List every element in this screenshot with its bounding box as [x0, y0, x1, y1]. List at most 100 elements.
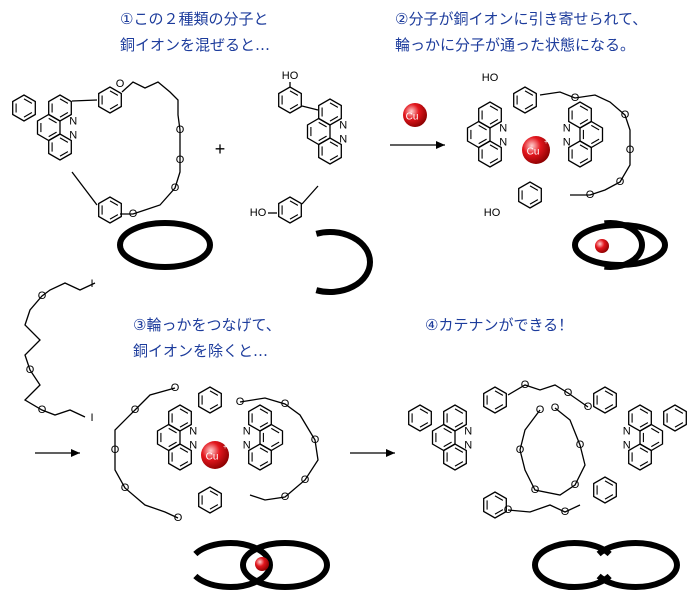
double-bond [23, 112, 33, 118]
double-bond [591, 138, 600, 145]
oxygen-label: O [516, 444, 525, 456]
double-bond [443, 441, 452, 448]
double-bond [604, 404, 614, 410]
double-bond [318, 135, 327, 142]
charge-label: + [423, 104, 427, 111]
double-bond [259, 461, 269, 467]
double-bond [109, 200, 119, 206]
oxygen-label: O [584, 401, 593, 413]
ether-chain [519, 407, 586, 496]
step3-line1: ③輪っかをつなげて、 [133, 316, 281, 334]
oxygen-label: O [171, 382, 180, 394]
hydroxyl-label: HO [482, 72, 499, 84]
double-bond [604, 494, 614, 500]
double-bond [209, 490, 219, 496]
step3-line2: 銅イオンを除くと… [133, 342, 269, 360]
bond [71, 171, 98, 206]
catenane-ring-left-icon [532, 540, 612, 590]
double-bond [168, 441, 177, 448]
iodine-label: I [90, 412, 93, 424]
aromatic-ring [628, 443, 652, 471]
plus-sign: + [215, 139, 226, 159]
arrow-head [71, 449, 80, 457]
oxygen-label: O [174, 512, 183, 524]
oxygen-label: O [571, 92, 580, 104]
double-bond [478, 138, 487, 145]
aromatic-ring [478, 140, 502, 168]
copper-ion-sphere [595, 239, 609, 253]
oxygen-label: O [576, 439, 585, 451]
copper-ion-sphere [522, 136, 550, 164]
double-bond [179, 447, 189, 453]
oxygen-label: O [116, 78, 125, 90]
double-bond [271, 427, 280, 434]
double-bond [494, 495, 504, 501]
double-bond [289, 104, 299, 110]
double-bond [259, 408, 269, 414]
double-bond [529, 199, 539, 205]
double-bond [639, 461, 649, 467]
hydroxyl-label: HO [484, 207, 501, 219]
double-bond [209, 404, 219, 410]
oxygen-label: O [111, 444, 120, 456]
ether-chain [120, 81, 181, 215]
nitrogen-label: N [623, 439, 631, 451]
step3-caption: ③輪っかをつなげて、 銅イオンを除くと… [133, 312, 281, 364]
double-bond [454, 447, 464, 453]
double-bond [23, 98, 33, 104]
nitrogen-label: N [623, 425, 631, 437]
aromatic-ring [48, 133, 72, 161]
aromatic-ring [518, 181, 542, 209]
nitrogen-label: N [464, 425, 472, 437]
hydroxyl-label: HO [282, 70, 299, 82]
aromatic-ring [483, 386, 507, 414]
double-bond [489, 144, 499, 150]
catenane-ring-right-icon [596, 540, 680, 590]
aromatic-ring [443, 443, 467, 471]
double-bond [579, 105, 589, 111]
double-bond [59, 112, 69, 118]
step2-line2: 輪っかに分子が通った状態になる。 [395, 36, 636, 54]
arrow-head [386, 449, 395, 457]
copper-ion-sphere [403, 103, 427, 127]
double-bond [271, 441, 280, 448]
oxygen-label: O [176, 154, 185, 166]
double-bond [289, 214, 299, 220]
oxygen-label: O [564, 387, 573, 399]
step1-caption: ①この２種類の分子と 銅イオンを混ぜると… [120, 6, 270, 58]
oxygen-label: O [121, 482, 130, 494]
double-bond [289, 200, 299, 206]
oxygen-label: O [26, 364, 35, 376]
nitrogen-label: N [499, 136, 507, 148]
double-bond [329, 141, 339, 147]
copper-ion-sphere [201, 441, 229, 469]
step2-caption: ②分子が銅イオンに引き寄せられて、 輪っかに分子が通った状態になる。 [395, 6, 647, 58]
nitrogen-label: N [339, 119, 347, 131]
bond [301, 185, 319, 205]
macrocycle-ring-icon [572, 222, 668, 268]
ether-chain [239, 397, 319, 501]
oxygen-label: O [621, 109, 630, 121]
oxygen-label: O [38, 290, 47, 302]
copper-label: Cu [206, 452, 219, 463]
oxygen-label: O [129, 208, 138, 220]
double-bond [179, 408, 189, 414]
hydroxyl-label: HO [250, 207, 267, 219]
oxygen-label: O [504, 504, 513, 516]
aromatic-ring [278, 86, 302, 114]
double-bond [109, 104, 119, 110]
aromatic-ring [12, 94, 36, 122]
oxygen-label: O [281, 398, 290, 410]
step2-line1: ②分子が銅イオンに引き寄せられて、 [395, 10, 648, 28]
copper-ion-sphere [255, 557, 269, 571]
nitrogen-label: N [69, 129, 77, 141]
double-bond [109, 90, 119, 96]
aromatic-ring [483, 491, 507, 519]
copper-label: Cu [406, 112, 419, 123]
step1-line2: 銅イオンを混ぜると… [120, 36, 271, 54]
nitrogen-label: N [499, 122, 507, 134]
double-bond [454, 461, 464, 467]
double-bond [674, 408, 684, 414]
aromatic-ring [593, 476, 617, 504]
